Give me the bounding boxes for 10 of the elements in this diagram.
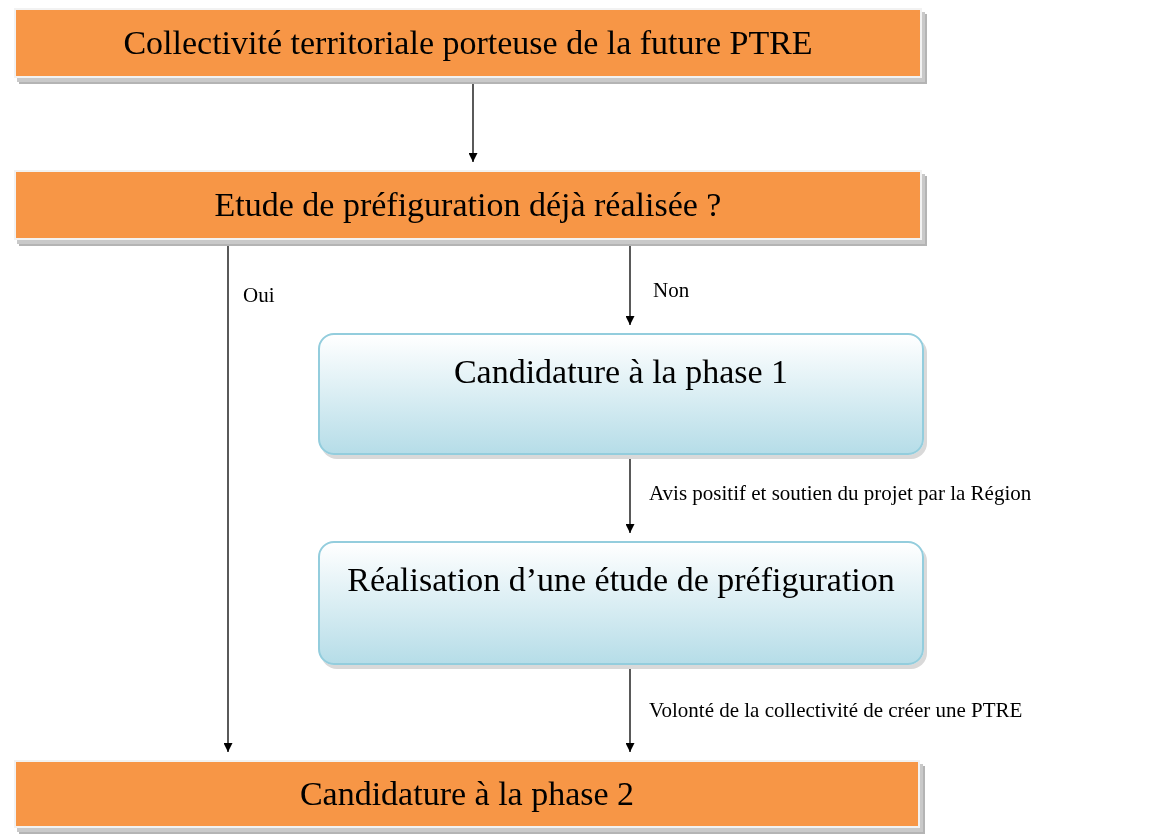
arrow	[625, 458, 635, 534]
arrow	[625, 668, 635, 753]
arrow	[223, 243, 233, 753]
box-text: Etude de préfiguration déjà réalisée ?	[214, 185, 722, 225]
box-text: Candidature à la phase 1	[453, 352, 789, 392]
box-text: Collectivité territoriale porteuse de la future PTRE	[123, 23, 813, 63]
box-text: Candidature à la phase 2	[299, 774, 635, 814]
arrow	[625, 243, 635, 326]
box-text: Réalisation d’une étude de préfiguration	[347, 560, 895, 600]
arrow	[468, 81, 478, 163]
